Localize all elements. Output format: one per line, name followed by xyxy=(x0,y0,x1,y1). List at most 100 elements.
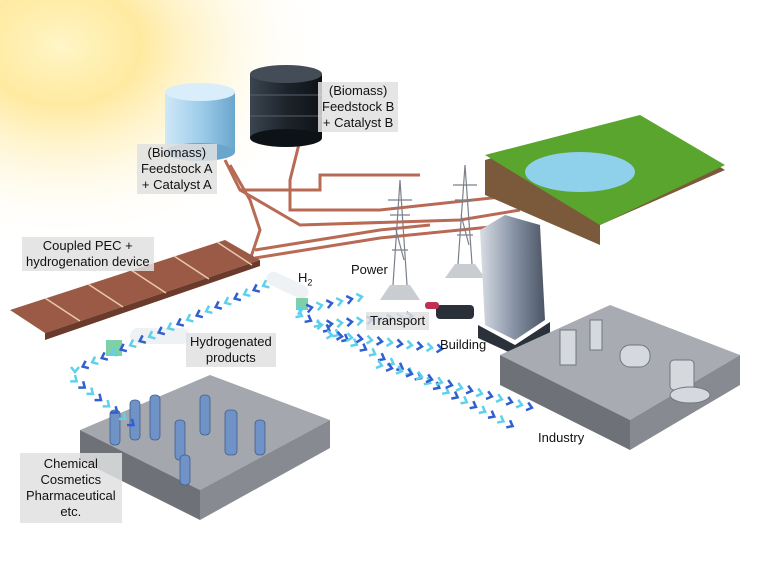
flow-chevron xyxy=(80,360,90,370)
flow-chevron xyxy=(496,414,506,424)
flow-chevron xyxy=(445,379,454,389)
flow-chevron xyxy=(525,401,534,412)
flow-chevron xyxy=(423,376,432,386)
tank-feedstock-a xyxy=(165,83,235,161)
label-feedstock-a: (Biomass) Feedstock A + Catalyst A xyxy=(137,144,217,194)
label-line: hydrogenation device xyxy=(26,254,150,269)
label-line: (Biomass) xyxy=(328,83,388,98)
industry-platform xyxy=(500,305,740,450)
flow-chevron xyxy=(345,332,354,343)
flow-chevron xyxy=(335,297,344,307)
flow-chevron xyxy=(405,368,414,378)
flow-chevron xyxy=(166,322,175,332)
flow-chevron xyxy=(194,309,204,319)
flow-chevron xyxy=(335,318,344,329)
flow-chevron xyxy=(251,283,261,293)
label-line: Chemical xyxy=(43,456,98,471)
flow-arrows xyxy=(70,279,534,429)
flow-chevron xyxy=(345,317,354,328)
flow-chevron xyxy=(156,326,166,336)
flow-chevron xyxy=(242,288,251,298)
flow-chevron xyxy=(465,384,474,395)
flow-chevron xyxy=(118,343,128,353)
bus-and-car xyxy=(425,302,474,319)
label-line: + Catalyst A xyxy=(141,177,212,192)
flow-chevron xyxy=(375,336,384,346)
flow-chevron xyxy=(425,342,434,353)
flow-chevron xyxy=(425,373,434,384)
label-line: Feedstock B xyxy=(322,99,395,114)
flow-chevron xyxy=(375,359,384,370)
flow-chevron xyxy=(295,305,304,316)
label-h: H xyxy=(298,270,308,285)
flow-chevron xyxy=(261,279,270,289)
flow-chevron xyxy=(185,313,194,323)
skyscraper-building xyxy=(478,215,550,355)
flow-chevron xyxy=(305,303,314,314)
tank-feedstock-b xyxy=(250,65,322,147)
flow-chevron xyxy=(415,370,424,381)
flow-chevron xyxy=(350,338,359,348)
label-power: Power xyxy=(351,262,388,277)
flow-chevron xyxy=(385,362,394,373)
flow-chevron xyxy=(355,316,364,327)
label-line: Hydrogenated xyxy=(190,334,272,349)
flow-chevron xyxy=(109,347,118,357)
flow-chevron xyxy=(118,412,127,421)
label-line: (Biomass) xyxy=(147,145,207,160)
flow-chevron xyxy=(485,390,494,401)
flow-chevron xyxy=(355,333,364,344)
flow-chevron xyxy=(315,320,324,331)
flow-chevron xyxy=(435,343,444,354)
label-line: Pharmaceutical xyxy=(26,488,116,503)
flow-chevron xyxy=(325,299,334,309)
label-line: products xyxy=(205,350,256,365)
flow-chevron xyxy=(204,305,213,315)
flow-chevron xyxy=(455,382,464,392)
flow-chevron xyxy=(128,339,137,349)
flow-chevron xyxy=(232,292,242,302)
flow-chevron xyxy=(506,419,515,429)
flow-chevron xyxy=(451,391,460,400)
flow-chevron xyxy=(495,393,504,403)
flow-chevron xyxy=(345,294,354,305)
flow-chevron xyxy=(395,365,404,375)
flow-chevron xyxy=(147,330,156,340)
flow-chevron xyxy=(94,393,103,402)
flow-chevron xyxy=(460,395,469,405)
flow-chevron xyxy=(78,380,87,389)
flow-chevron xyxy=(396,362,405,372)
flow-chevron xyxy=(213,300,223,310)
label-hydrogenated-products: Hydrogenated products xyxy=(186,333,276,367)
flow-chevron xyxy=(515,398,524,409)
flow-chevron xyxy=(223,296,232,306)
label-line: Feedstock A xyxy=(141,161,213,176)
chemical-plant-platform xyxy=(80,375,330,520)
label-line: Coupled PEC + xyxy=(42,238,133,253)
flow-chevron xyxy=(487,410,497,420)
flow-chevron xyxy=(365,334,374,345)
pec-panel-array xyxy=(10,240,260,340)
flow-chevron xyxy=(385,337,394,348)
label-feedstock-b: (Biomass) Feedstock B + Catalyst B xyxy=(318,82,399,132)
flow-chevron xyxy=(377,352,387,362)
flow-chevron xyxy=(405,339,414,350)
label-building: Building xyxy=(440,337,487,352)
flow-chevron xyxy=(395,338,404,349)
flow-chevron xyxy=(359,343,368,352)
flow-chevron xyxy=(325,319,334,330)
flow-chevron xyxy=(315,301,324,312)
flow-chevron xyxy=(175,317,185,327)
flow-chevron xyxy=(355,292,364,303)
flow-chevron xyxy=(475,387,484,398)
flow-chevron xyxy=(478,405,487,415)
flow-chevron xyxy=(137,334,147,344)
flow-chevron xyxy=(435,376,444,387)
flow-chevron xyxy=(70,366,80,375)
label-h2: H2 xyxy=(298,270,312,291)
power-towers xyxy=(380,164,485,300)
flow-chevron xyxy=(331,328,341,338)
label-pec-device: Coupled PEC + hydrogenation device xyxy=(22,237,154,271)
flow-chevron xyxy=(325,329,334,340)
label-subscript: 2 xyxy=(307,277,313,288)
